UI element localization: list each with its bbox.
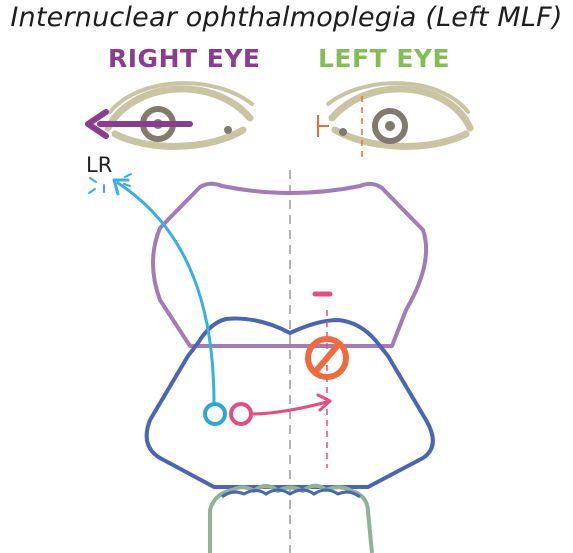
page-title: Internuclear ophthalmoplegia (Left MLF) xyxy=(10,2,563,33)
lr-nerve-pathway xyxy=(116,181,216,405)
pons-medulla-border xyxy=(221,488,361,499)
lr-activation-icon xyxy=(88,173,132,194)
left-eye-label: LEFT EYE xyxy=(318,44,451,73)
gaze-arrow xyxy=(85,109,193,139)
right-eye-label: RIGHT EYE xyxy=(108,44,261,73)
midbrain-outline xyxy=(151,181,429,348)
lr-nerve-arrowhead xyxy=(112,178,130,196)
adduction-failure-marker xyxy=(317,96,363,160)
pons-outline xyxy=(144,316,435,489)
pprf-nucleus xyxy=(229,402,253,426)
mlf-arrowhead xyxy=(316,393,332,412)
left-eye-icon xyxy=(326,81,474,150)
mlf-pathway xyxy=(249,400,329,416)
abducens-nucleus xyxy=(203,402,227,426)
no-symbol-icon xyxy=(305,336,349,380)
lr-label: LR xyxy=(86,153,112,177)
medulla-outline xyxy=(208,483,374,553)
right-eye-icon xyxy=(104,81,254,150)
